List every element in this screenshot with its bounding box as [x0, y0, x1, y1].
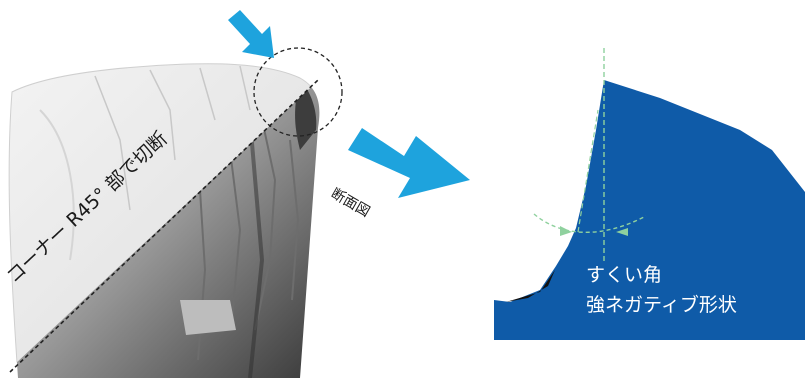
section-arrow-icon — [348, 128, 470, 198]
section-label: 断面図 — [328, 186, 372, 221]
rake-angle-label: すくい角 — [586, 264, 662, 286]
corner-pointer-arrow-icon — [228, 10, 274, 58]
angle-arrow-left-icon — [560, 226, 572, 236]
end-mill-illustration — [9, 48, 342, 378]
rake-shape-label: 強ネガティブ形状 — [586, 293, 737, 316]
